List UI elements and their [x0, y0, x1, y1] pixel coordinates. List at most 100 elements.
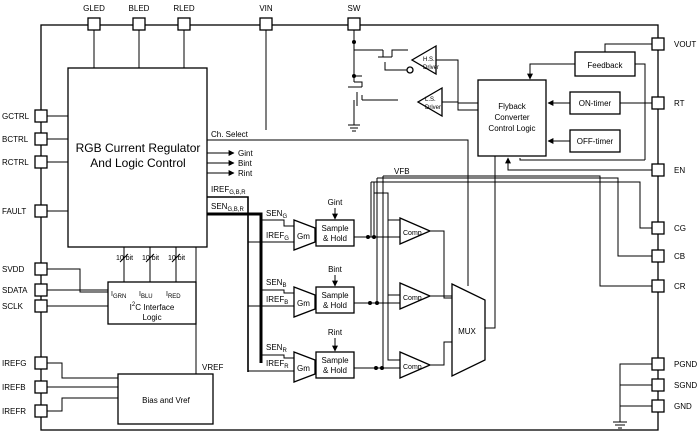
color-pin-wires	[371, 175, 652, 287]
dac-label-b: 10 bit	[142, 255, 159, 262]
feedback-label: Feedback	[587, 61, 623, 70]
pin-fault[interactable]: FAULT	[2, 204, 48, 218]
channel-b: SENB IREFB Gm Sample & Hold Bint	[248, 265, 402, 318]
sh-b-line2: & Hold	[323, 301, 347, 310]
hs-driver-line2: Driver	[423, 65, 439, 71]
pin-cr[interactable]: CR	[651, 279, 686, 293]
pin-sdata[interactable]: SDATA	[2, 283, 48, 297]
iref-wires	[47, 362, 118, 412]
ground-symbol	[613, 421, 627, 429]
vfb-label: VFB	[394, 167, 410, 176]
pin-gled[interactable]: GLED	[83, 4, 105, 31]
i2c-wires	[47, 268, 108, 307]
sh-r-line1: Sample	[321, 356, 349, 365]
pin-bctrl-label: BCTRL	[2, 135, 29, 144]
sh-b-line1: Sample	[321, 291, 349, 300]
sample-hold-r	[315, 351, 355, 379]
feedback-block	[574, 51, 636, 77]
pin-sw[interactable]: SW	[347, 4, 361, 31]
pin-gnd-label: GND	[674, 402, 692, 411]
iref-g-label: IREFG	[266, 231, 289, 242]
ctrl-wires	[47, 115, 68, 212]
pin-bctrl[interactable]: BCTRL	[2, 132, 48, 146]
pin-gctrl[interactable]: GCTRL	[2, 109, 48, 123]
sh-g-line2: & Hold	[323, 234, 347, 243]
pin-vin-label: VIN	[259, 4, 273, 13]
comp-b	[399, 282, 432, 310]
comp-b-label: Comp	[403, 295, 422, 302]
on-timer-label: ON-timer	[579, 99, 612, 108]
iref-b-label: IREFB	[266, 295, 288, 306]
bint-label: Bint	[238, 159, 253, 168]
off-timer-label: OFF-timer	[577, 137, 614, 146]
pin-rctrl[interactable]: RCTRL	[2, 155, 48, 169]
pin-fault-label: FAULT	[2, 207, 26, 216]
hs-driver-line1: H.S.	[423, 57, 435, 63]
pin-irefr[interactable]: IREFR	[2, 404, 48, 418]
pin-bled[interactable]: BLED	[129, 4, 150, 31]
pin-sclk[interactable]: SCLK	[2, 299, 48, 313]
i2c-title-line2: Logic	[142, 313, 161, 322]
pin-irefb-label: IREFB	[2, 383, 26, 392]
pin-pgnd-label: PGND	[674, 360, 697, 369]
sample-hold-b	[315, 286, 355, 314]
sen-gbr-label: SENG,B,R	[211, 202, 244, 213]
vfb-to-comp	[373, 182, 400, 221]
vfb-wires	[370, 176, 384, 368]
pin-vout[interactable]: VOUT	[651, 37, 696, 51]
pin-vin[interactable]: VIN	[259, 4, 273, 31]
hs-fet	[378, 49, 410, 71]
rgb-block-line2: And Logic Control	[90, 156, 185, 170]
gm-amp-b	[293, 286, 316, 318]
mux-label: MUX	[458, 327, 476, 336]
pin-irefg-label: IREFG	[2, 359, 26, 368]
bias-vref-block	[117, 373, 214, 425]
pin-irefg[interactable]: IREFG	[2, 356, 48, 370]
ch-select-label: Ch. Select	[211, 130, 249, 139]
flyback-line3: Control Logic	[488, 124, 535, 133]
comp-to-mux	[430, 230, 452, 366]
gm-amp-g	[293, 219, 316, 251]
pin-gnd[interactable]: GND	[651, 399, 692, 413]
channel-r: SENR IREFR Gm Sample & Hold Rint	[248, 328, 402, 383]
flyback-control-block	[477, 79, 547, 157]
sen-r-label: SENR	[266, 343, 287, 354]
pin-vout-label: VOUT	[674, 40, 696, 49]
pin-rctrl-label: RCTRL	[2, 158, 29, 167]
pin-irefb[interactable]: IREFB	[2, 380, 48, 394]
en-wire	[505, 157, 652, 171]
pin-cb-label: CB	[674, 252, 685, 261]
channel-g: SENG IREFG Gm Sample & Hold Gint	[248, 198, 402, 251]
pin-rt[interactable]: RT	[651, 96, 685, 110]
pin-cb[interactable]: CB	[651, 249, 685, 263]
comp-g	[399, 217, 432, 245]
pin-sw-label: SW	[348, 4, 361, 13]
pin-svdd[interactable]: SVDD	[2, 262, 48, 276]
pin-en[interactable]: EN	[651, 163, 685, 177]
dac-buses	[123, 247, 177, 282]
rint-label: Rint	[238, 169, 253, 178]
pin-cg[interactable]: CG	[651, 221, 686, 235]
sh-b-int: Bint	[328, 265, 343, 274]
ls-driver-line1: L.S.	[425, 97, 436, 103]
iref-r-label: IREFR	[266, 359, 289, 370]
pin-sgnd[interactable]: SGND	[651, 378, 697, 392]
flyback-line2: Converter	[494, 113, 529, 122]
ls-fet	[348, 76, 363, 125]
vref-label: VREF	[202, 363, 223, 372]
i2c-ired: IRED	[166, 291, 181, 300]
comp-g-label: Comp	[403, 230, 422, 237]
pin-svdd-label: SVDD	[2, 265, 24, 274]
bias-vref-label: Bias and Vref	[142, 396, 191, 405]
flyback-line1: Flyback	[498, 102, 527, 111]
gm-amp-r	[293, 351, 316, 383]
dac-slashes	[119, 253, 181, 263]
ls-ground	[348, 124, 360, 132]
pin-pgnd[interactable]: PGND	[651, 357, 697, 371]
rgb-block-line1: RGB Current Regulator	[76, 141, 201, 155]
pin-rled-label: RLED	[173, 4, 195, 13]
pin-rt-label: RT	[674, 99, 685, 108]
ls-driver-line2: Driver	[425, 105, 441, 111]
sh-g-line1: Sample	[321, 224, 349, 233]
